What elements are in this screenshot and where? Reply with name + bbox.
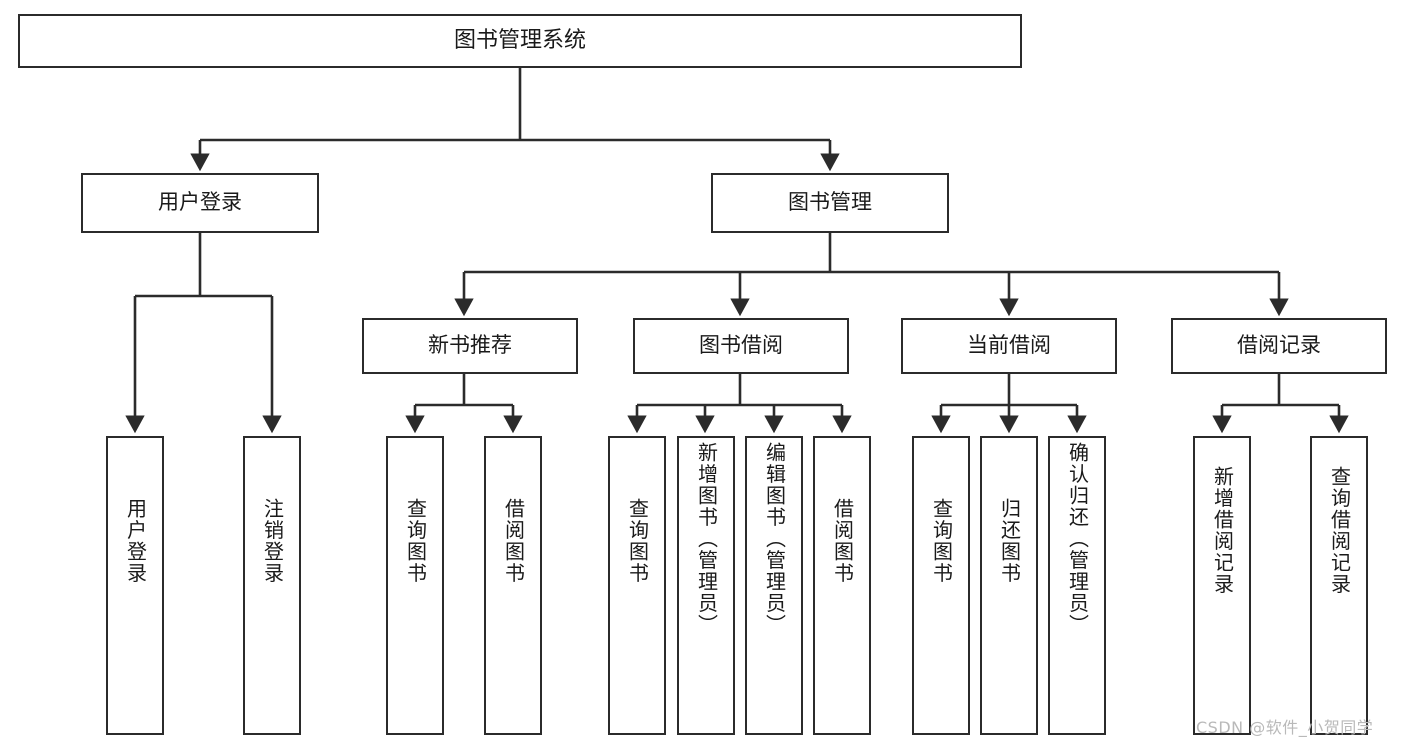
node-leaf-query-record-label: 查询借阅记录 [1327, 466, 1352, 595]
node-leaf-user-login-label: 用户登录 [123, 498, 148, 584]
node-leaf-add-book-label: 新增图书（管理员） [694, 442, 719, 636]
node-leaf-query-book-1-label: 查询图书 [403, 498, 428, 584]
node-leaf-add-record[interactable]: 新增借阅记录 [1193, 436, 1251, 735]
node-root[interactable]: 图书管理系统 [18, 14, 1022, 68]
node-borrow-record-label: 借阅记录 [1237, 333, 1321, 358]
node-current-borrow[interactable]: 当前借阅 [901, 318, 1117, 374]
node-leaf-return-book[interactable]: 归还图书 [980, 436, 1038, 735]
node-leaf-query-book-3-label: 查询图书 [929, 498, 954, 584]
node-leaf-borrow-book-2[interactable]: 借阅图书 [813, 436, 871, 735]
node-leaf-borrow-book-1-label: 借阅图书 [501, 498, 526, 584]
node-leaf-edit-book[interactable]: 编辑图书（管理员） [745, 436, 803, 735]
node-leaf-add-book[interactable]: 新增图书（管理员） [677, 436, 735, 735]
node-leaf-logout-login[interactable]: 注销登录 [243, 436, 301, 735]
node-leaf-logout-login-label: 注销登录 [260, 498, 285, 584]
node-leaf-query-book-2[interactable]: 查询图书 [608, 436, 666, 735]
node-book-manage[interactable]: 图书管理 [711, 173, 949, 233]
node-current-borrow-label: 当前借阅 [967, 333, 1051, 358]
node-leaf-borrow-book-1[interactable]: 借阅图书 [484, 436, 542, 735]
csdn-watermark: CSDN @软件_小贺同学 [1196, 718, 1374, 737]
node-leaf-query-book-3[interactable]: 查询图书 [912, 436, 970, 735]
node-user-login[interactable]: 用户登录 [81, 173, 319, 233]
node-user-login-label: 用户登录 [158, 190, 242, 215]
node-leaf-user-login[interactable]: 用户登录 [106, 436, 164, 735]
node-leaf-return-book-label: 归还图书 [997, 498, 1022, 584]
node-leaf-query-book-2-label: 查询图书 [625, 498, 650, 584]
node-root-label: 图书管理系统 [453, 27, 586, 53]
node-leaf-confirm-return[interactable]: 确认归还（管理员） [1048, 436, 1106, 735]
node-leaf-add-record-label: 新增借阅记录 [1210, 466, 1235, 595]
node-book-borrow-label: 图书借阅 [699, 333, 783, 358]
node-leaf-query-record[interactable]: 查询借阅记录 [1310, 436, 1368, 735]
node-leaf-borrow-book-2-label: 借阅图书 [830, 498, 855, 584]
node-leaf-confirm-return-label: 确认归还（管理员） [1065, 442, 1090, 636]
node-borrow-record[interactable]: 借阅记录 [1171, 318, 1387, 374]
node-new-book-rec[interactable]: 新书推荐 [362, 318, 578, 374]
node-book-borrow[interactable]: 图书借阅 [633, 318, 849, 374]
node-leaf-edit-book-label: 编辑图书（管理员） [762, 442, 787, 636]
node-book-manage-label: 图书管理 [788, 190, 872, 215]
node-new-book-rec-label: 新书推荐 [428, 333, 512, 358]
node-leaf-query-book-1[interactable]: 查询图书 [386, 436, 444, 735]
